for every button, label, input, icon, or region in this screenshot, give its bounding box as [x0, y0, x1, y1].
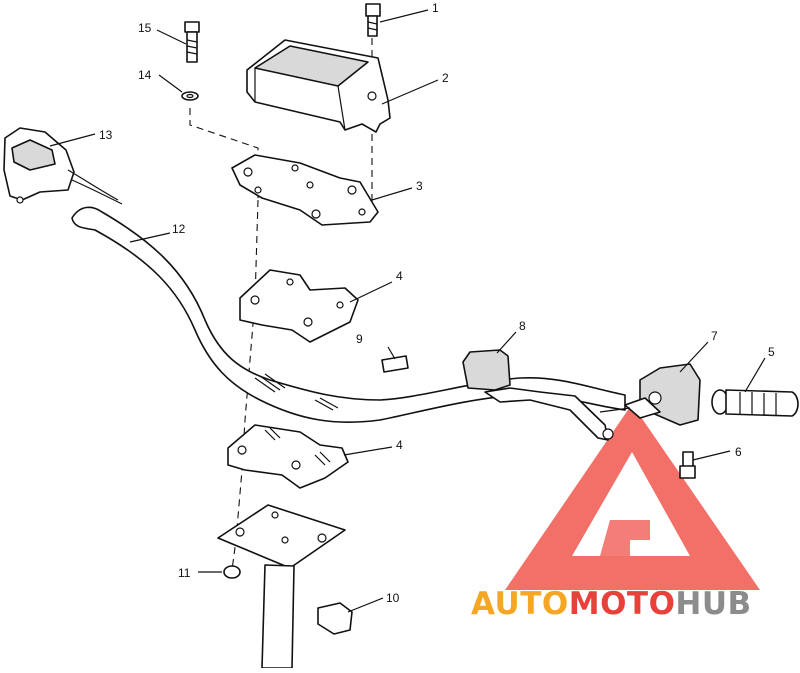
- callout-5: 5: [768, 345, 775, 359]
- callout-15: 15: [138, 21, 152, 35]
- callout-6: 6: [735, 445, 742, 459]
- callout-12: 12: [172, 222, 186, 236]
- callout-8: 8: [519, 319, 526, 333]
- callout-labels: 1 2 3 4 4 5 6 7 8 9 10 11 12 13 14 15: [99, 1, 775, 605]
- throttle-7: [599, 363, 701, 426]
- grip-5: [711, 389, 799, 417]
- callout-10: 10: [386, 591, 400, 605]
- nut-11: [223, 565, 241, 579]
- screw-6: [679, 451, 696, 479]
- callout-11: 11: [178, 566, 191, 580]
- clip-10: [317, 602, 353, 635]
- callout-3: 3: [416, 179, 423, 193]
- watermark-logo: [505, 404, 760, 590]
- callout-1: 1: [432, 1, 439, 15]
- clamp-plate-3: [231, 154, 379, 226]
- brake-lever-8: [462, 349, 614, 441]
- callout-7: 7: [711, 329, 718, 343]
- callout-14: 14: [138, 68, 152, 82]
- watermark-auto: AUTO: [471, 586, 569, 622]
- watermark-hub: HUB: [675, 586, 751, 622]
- switch-housing-13: [3, 127, 123, 205]
- callout-2: 2: [442, 71, 449, 85]
- callout-4-upper: 4: [396, 269, 403, 283]
- handlebar-clamp-4-upper: [239, 269, 359, 343]
- steering-post: [217, 504, 346, 669]
- callout-13: 13: [99, 128, 113, 142]
- tape-9: [381, 355, 409, 373]
- bolt-15: [184, 21, 200, 63]
- callout-9: 9: [356, 332, 363, 346]
- leader-lines: [49, 9, 766, 613]
- watermark-text: AUTOMOTOHUB: [471, 586, 752, 622]
- handlebar-12: [71, 206, 626, 424]
- handlebar-clamp-4-lower: [227, 424, 349, 489]
- bolt-1: [365, 3, 381, 37]
- callout-4-lower: 4: [396, 438, 403, 452]
- watermark-moto: MOTO: [569, 586, 676, 622]
- handlebar-pad-2: [246, 39, 391, 133]
